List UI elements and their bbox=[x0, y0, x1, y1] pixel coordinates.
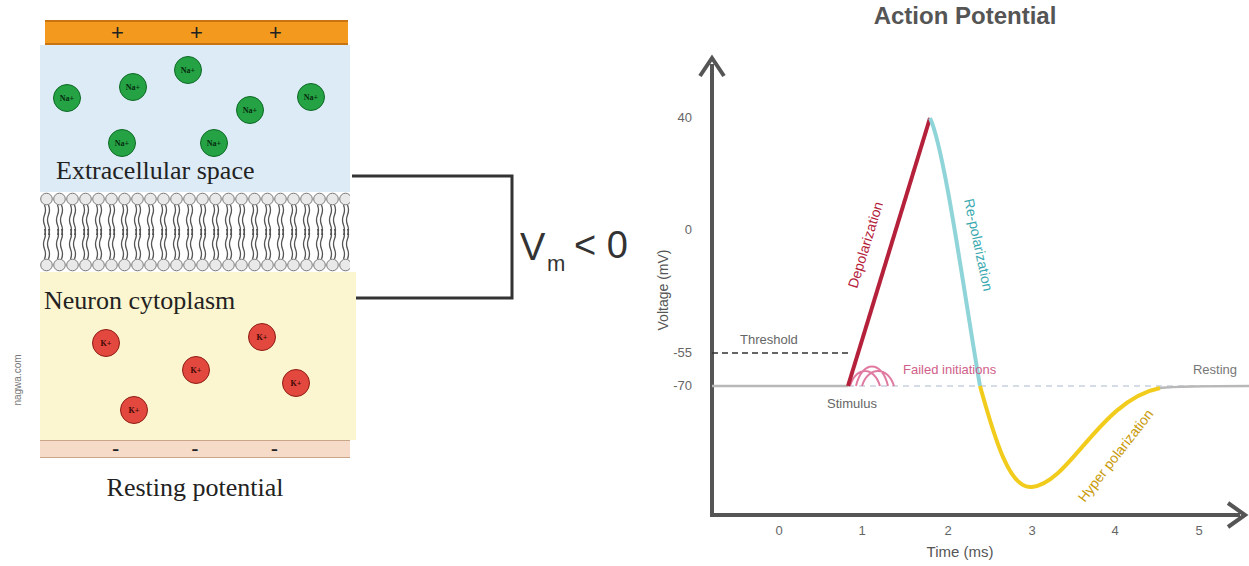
x-tick: 0 bbox=[775, 524, 782, 538]
voltage-relation: < 0 bbox=[574, 225, 628, 267]
ion-label: Na+ bbox=[60, 94, 74, 103]
y-tick: 0 bbox=[685, 223, 692, 237]
sodium-ion: Na+ bbox=[119, 73, 147, 101]
ion-label: Na+ bbox=[115, 139, 129, 148]
compartment-region: Neuron cytoplasmK+ K+ K+ K+ K+ bbox=[40, 272, 356, 440]
x-axis bbox=[710, 513, 1240, 517]
ion-label: K+ bbox=[191, 366, 202, 375]
failed-initiations-label: Failed initiations bbox=[903, 363, 996, 377]
voltage-bracket bbox=[352, 176, 512, 298]
voltage-subscript: m bbox=[547, 252, 565, 276]
y-tick: 40 bbox=[678, 111, 692, 125]
threshold-line bbox=[712, 352, 848, 354]
y-tick: -55 bbox=[673, 346, 692, 360]
y-axis-title: Voltage (mV) bbox=[656, 250, 671, 331]
threshold-label: Threshold bbox=[740, 333, 798, 347]
hyperpolarization-label: Hyper polarization bbox=[1075, 407, 1157, 505]
compartment-region: Extracellular space Na+ Na+ Na+ Na+ Na+ Na+ Na+ bbox=[40, 45, 350, 192]
ion-label: Na+ bbox=[126, 83, 140, 92]
potassium-ion: K+ bbox=[120, 396, 148, 424]
sodium-ion: Na+ bbox=[108, 129, 136, 157]
region-label: Neuron cytoplasm bbox=[44, 286, 346, 316]
potassium-ion: K+ bbox=[282, 369, 310, 397]
ion-label: Na+ bbox=[304, 93, 318, 102]
resting-line bbox=[1160, 386, 1249, 388]
failed-initiation-arcs bbox=[850, 367, 894, 387]
charge-band: --- bbox=[40, 440, 350, 458]
charge-sign: + bbox=[269, 20, 282, 46]
y-axis bbox=[710, 64, 714, 515]
x-tick: 5 bbox=[1195, 524, 1202, 538]
potassium-ion: K+ bbox=[248, 323, 276, 351]
sodium-ion: Na+ bbox=[174, 56, 202, 84]
sodium-ion: Na+ bbox=[297, 83, 325, 111]
y-axis-arrow bbox=[700, 58, 724, 76]
charge-sign: - bbox=[191, 440, 198, 458]
ion-label: K+ bbox=[129, 406, 140, 415]
caption-label: Resting potential bbox=[107, 474, 284, 503]
charge-sign: - bbox=[271, 440, 278, 458]
charge-sign: + bbox=[190, 20, 203, 46]
ion-label: K+ bbox=[291, 379, 302, 388]
resting-line bbox=[712, 385, 848, 388]
y-tick: -70 bbox=[673, 379, 692, 393]
potassium-ion: K+ bbox=[92, 329, 120, 357]
ion-label: Na+ bbox=[207, 139, 221, 148]
x-axis-title: Time (ms) bbox=[927, 544, 994, 561]
ion-label: K+ bbox=[101, 339, 112, 348]
resting-label: Resting bbox=[1193, 363, 1237, 377]
chart-title: Action Potential bbox=[874, 3, 1057, 29]
region-label: Extracellular space bbox=[56, 156, 340, 186]
stimulus-label: Stimulus bbox=[827, 397, 877, 411]
sodium-ion: Na+ bbox=[236, 96, 264, 124]
lipid-bilayer bbox=[40, 192, 350, 272]
sodium-ion: Na+ bbox=[200, 129, 228, 157]
voltage-symbol: V bbox=[520, 227, 545, 269]
ion-label: Na+ bbox=[181, 66, 195, 75]
x-axis-arrow bbox=[1228, 503, 1245, 527]
x-tick: 2 bbox=[944, 524, 951, 538]
charge-sign: - bbox=[112, 440, 119, 458]
sodium-ion: Na+ bbox=[53, 84, 81, 112]
x-tick: 3 bbox=[1028, 524, 1035, 538]
repolarization-label: Re-polarization bbox=[961, 197, 996, 292]
watermark: nagwa.com bbox=[12, 354, 23, 405]
potassium-ion: K+ bbox=[182, 356, 210, 384]
charge-sign: + bbox=[111, 20, 124, 46]
membrane-backdrop bbox=[40, 192, 350, 272]
x-tick: 4 bbox=[1111, 524, 1118, 538]
ion-label: Na+ bbox=[243, 106, 257, 115]
x-tick: 1 bbox=[858, 524, 865, 538]
charge-band: + + + bbox=[45, 20, 348, 45]
ion-label: K+ bbox=[257, 333, 268, 342]
